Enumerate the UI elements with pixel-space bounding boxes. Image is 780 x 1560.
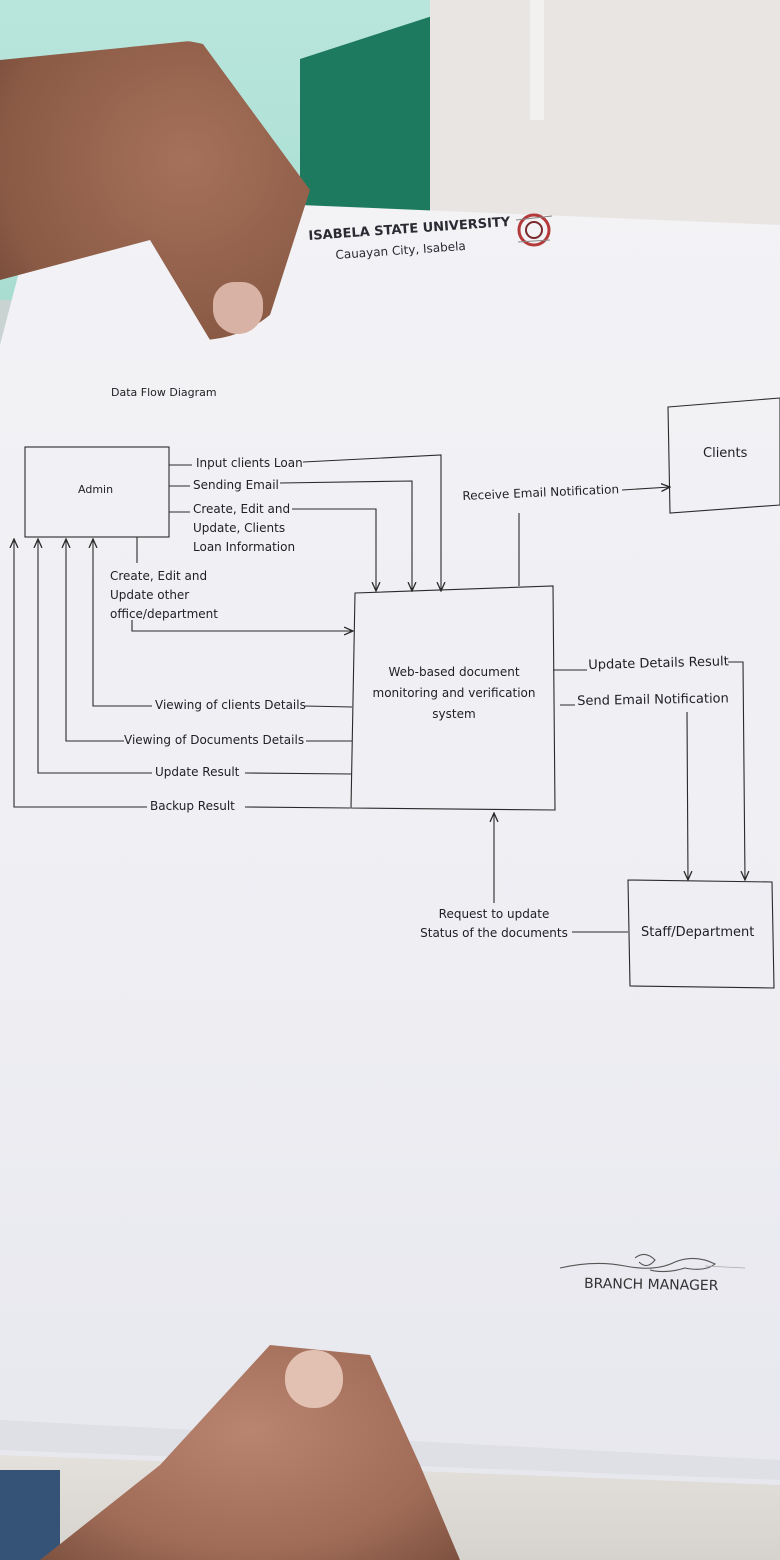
flow-viewing-clients (93, 539, 353, 708)
diagram-title: Data Flow Diagram (111, 386, 217, 399)
flow-label-create-other-line2: Update other (110, 588, 190, 602)
system-label-line3: system (432, 707, 476, 721)
signature-role: BRANCH MANAGER (583, 1275, 719, 1295)
flow-receive-email (518, 487, 670, 586)
flow-backup-result (14, 539, 351, 809)
flow-label-input-clients-loan: Input clients Loan (196, 456, 303, 470)
college-logo-icon (515, 213, 553, 247)
flow-label-create-other: Create, Edit and Update other office/dep… (110, 567, 218, 624)
flow-label-viewing-documents: Viewing of Documents Details (124, 733, 305, 747)
paper-sheet (0, 205, 780, 1485)
flow-label-backup-result: Backup Result (150, 799, 235, 813)
thumbnail-top (213, 282, 263, 334)
flow-label-create-edit-loan-line3: Loan Information (193, 540, 296, 554)
flow-request-update (494, 813, 628, 933)
flow-label-request-update-line1: Request to update (438, 907, 550, 921)
flow-send-email-notification (560, 704, 688, 880)
system-box (350, 585, 556, 811)
flow-create-edit-loan (169, 508, 376, 591)
system-label: Web-based document monitoring and verifi… (355, 662, 553, 725)
flow-label-viewing-clients: Viewing of clients Details (155, 698, 306, 712)
flow-update-details-result (553, 661, 745, 880)
staff-box (627, 879, 775, 989)
flow-label-create-edit-loan-line1: Create, Edit and (193, 502, 291, 516)
flow-label-create-edit-loan: Create, Edit and Update, Clients Loan In… (193, 500, 295, 557)
flow-label-create-other-line3: office/department (110, 607, 218, 621)
flow-label-request-update-line2: Status of the documents (420, 926, 568, 940)
flow-update-result (38, 539, 353, 775)
admin-label: Admin (78, 483, 114, 496)
background-door-frame (530, 0, 544, 120)
thumbnail-bottom (285, 1350, 343, 1408)
signature-scribble (559, 1253, 746, 1273)
flow-input-clients-loan (169, 454, 441, 591)
flow-label-update-details-result: Update Details Result (588, 654, 729, 673)
background-floor (430, 0, 780, 230)
flow-label-send-email-notification: Send Email Notification (577, 691, 729, 709)
flow-label-create-edit-loan-line2: Update, Clients (193, 521, 286, 535)
system-label-line1: Web-based document (388, 665, 520, 679)
staff-label: Staff/Department (641, 925, 755, 940)
system-label-line2: monitoring and verification (372, 686, 536, 700)
flow-label-request-update: Request to update Status of the document… (414, 905, 574, 943)
flow-sending-email (169, 480, 412, 591)
flow-label-create-other-line1: Create, Edit and (110, 569, 208, 583)
clients-label: Clients (703, 446, 748, 461)
background-jeans (0, 1470, 60, 1560)
flow-create-other (131, 537, 353, 631)
flow-label-update-result: Update Result (155, 765, 240, 779)
flow-label-sending-email: Sending Email (193, 478, 279, 492)
flow-viewing-documents (66, 539, 352, 742)
